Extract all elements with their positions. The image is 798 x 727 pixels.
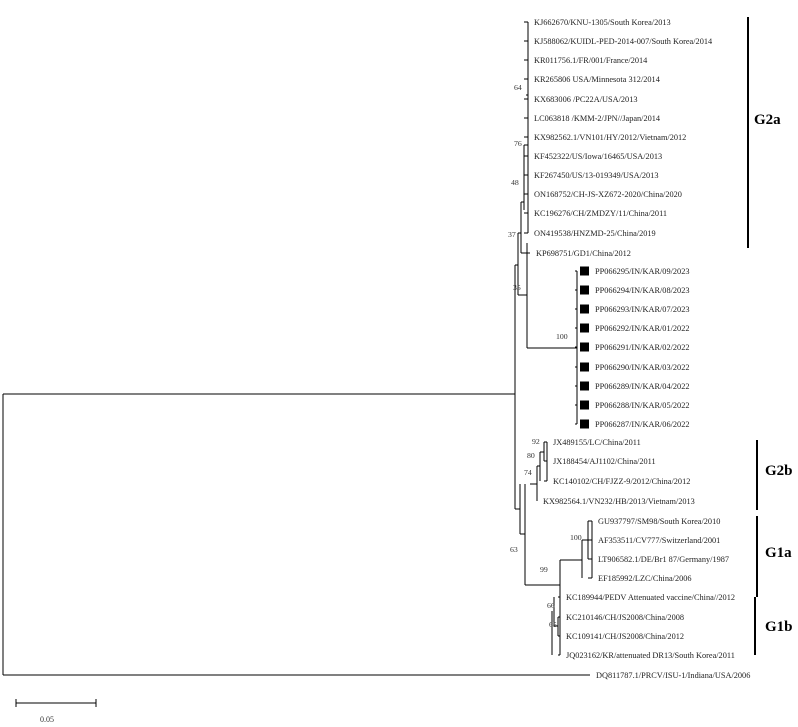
leaf-label: GU937797/SM98/South Korea/2010 [598,517,720,526]
study-sample-marker [580,362,589,372]
study-sample-marker [580,323,589,333]
leaf-label: KP698751/GD1/China/2012 [536,249,631,258]
study-sample-marker [580,419,589,429]
leaf-label: KC109141/CH/JS2008/China/2012 [566,632,684,641]
leaf-label: KX982564.1/VN232/HB/2013/Vietnam/2013 [543,497,695,506]
leaf-label: KJ662670/KNU-1305/South Korea/2013 [534,18,671,27]
leaf-label: KR265806 USA/Minnesota 312/2014 [534,75,661,84]
leaf-label: KX982562.1/VN101/HY/2012/Vietnam/2012 [534,133,686,142]
leaf-label: ON419538/HNZMD-25/China/2019 [534,229,656,238]
leaf-label: ON168752/CH-JS-XZ672-2020/China/2020 [534,190,682,199]
scale-bar-label: 0.05 [40,715,54,724]
leaf-label: PP066287/IN/KAR/06/2022 [595,420,690,429]
leaf-label: PP066289/IN/KAR/04/2022 [595,382,690,391]
bootstrap-value: 37 [508,230,516,239]
leaf-label: PP066293/IN/KAR/07/2023 [595,305,690,314]
leaf-label: PP066292/IN/KAR/01/2022 [595,324,690,333]
leaf-labels: KJ662670/KNU-1305/South Korea/2013KJ5880… [534,18,750,680]
study-sample-marker [580,400,589,410]
leaf-label: PP066295/IN/KAR/09/2023 [595,267,690,276]
bootstrap-values: 64 76 48 37 35 100 92 80 74 63 100 99 66 65 [508,83,582,629]
bootstrap-value: 100 [570,533,582,542]
study-sample-marker [580,285,589,295]
leaf-label: KJ588062/KUIDL-PED-2014-007/South Korea/… [534,37,713,46]
leaf-label: KX683006 /PC22A/USA/2013 [534,95,638,104]
bootstrap-value: 48 [511,178,519,187]
clade-label-g2a: G2a [754,112,781,128]
bootstrap-value: 66 [547,601,555,610]
study-sample-marker [580,266,589,276]
bootstrap-value: 35 [513,283,521,292]
leaf-label: JQ023162/KR/attenuated DR13/South Korea/… [566,651,735,660]
clade-label-g1a: G1a [765,545,792,561]
leaf-label: JX489155/LC/China/2011 [553,438,641,447]
bootstrap-value: 65 [549,620,557,629]
leaf-label: KC189944/PEDV Attenuated vaccine/China//… [566,593,735,602]
leaf-label: LC063818 /KMM-2/JPN//Japan/2014 [534,114,661,123]
tree-branches [2,21,593,676]
leaf-label: PP066291/IN/KAR/02/2022 [595,343,690,352]
leaf-label: KF267450/US/13-019349/USA/2013 [534,171,658,180]
study-sample-marker [580,304,589,314]
bootstrap-value: 76 [514,139,522,148]
leaf-label: JX188454/AJ1102/China/2011 [553,457,656,466]
bootstrap-value: 64 [514,83,522,92]
leaf-label: KR011756.1/FR/001/France/2014 [534,56,648,65]
leaf-label: PP066290/IN/KAR/03/2022 [595,363,690,372]
leaf-label: KC196276/CH/ZMDZY/11/China/2011 [534,209,667,218]
bootstrap-value: 100 [556,332,568,341]
study-sample-marker [580,381,589,391]
clade-label-g1b: G1b [765,619,793,635]
clade-label-g2b: G2b [765,463,793,479]
leaf-label: KC210146/CH/JS2008/China/2008 [566,613,684,622]
bootstrap-value: 80 [527,451,535,460]
bootstrap-value: 63 [510,545,518,554]
leaf-label: EF185992/LZC/China/2006 [598,574,692,583]
bootstrap-value: 92 [532,437,540,446]
leaf-label: KC140102/CH/FJZZ-9/2012/China/2012 [553,477,690,486]
leaf-label: LT906582.1/DE/Br1 87/Germany/1987 [598,555,729,564]
leaf-label: PP066288/IN/KAR/05/2022 [595,401,690,410]
study-sample-marker [580,342,589,352]
bootstrap-value: 99 [540,565,548,574]
bootstrap-value: 74 [524,468,532,477]
leaf-label: PP066294/IN/KAR/08/2023 [595,286,690,295]
leaf-label: DQ811787.1/PRCV/ISU-1/Indiana/USA/2006 [596,671,750,680]
leaf-label: KF452322/US/Iowa/16465/USA/2013 [534,152,662,161]
leaf-label: AF353511/CV777/Switzerland/2001 [598,536,720,545]
scale-bar: 0.05 [15,699,97,724]
